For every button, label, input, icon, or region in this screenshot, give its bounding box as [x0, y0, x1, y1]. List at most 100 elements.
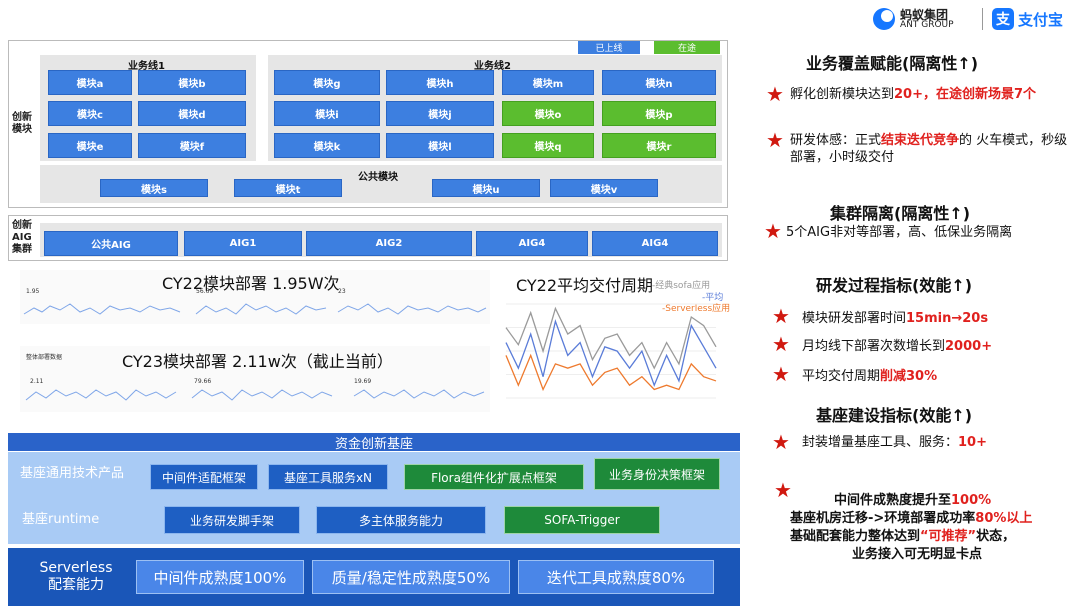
process-item-1: 模块研发部署时间15min→20s	[802, 311, 989, 326]
tech-biz-identity-framework[interactable]: 业务身份决策框架	[594, 458, 720, 490]
tech-flora-framework[interactable]: Flora组件化扩展点框架	[404, 464, 584, 490]
process-item-2: 月均线下部署次数增长到2000+	[802, 339, 993, 354]
serverless-label: Serverless 配套能力	[39, 560, 113, 593]
module-u[interactable]: 模块u	[432, 179, 540, 197]
serverless-middleware-maturity[interactable]: 中间件成熟度100%	[136, 560, 304, 594]
innovation-module-label: 创新 模块	[12, 112, 32, 135]
module-c[interactable]: 模块c	[48, 101, 132, 126]
module-i[interactable]: 模块i	[274, 101, 380, 126]
runtime-sofa-trigger[interactable]: SOFA-Trigger	[504, 506, 660, 534]
series-line-2	[505, 353, 717, 392]
business-line-2-title: 业务线2	[474, 61, 511, 72]
cy23-spark-3	[353, 389, 485, 399]
cy22-stat-3: 23	[338, 288, 346, 295]
cy23-stat-3: 19.69	[354, 378, 372, 385]
module-j[interactable]: 模块j	[386, 101, 494, 126]
legend-serverless: -Serverless应用	[662, 304, 731, 314]
cy22-stat-1: 1.95	[26, 288, 40, 295]
legend-in-progress: 在途	[654, 41, 720, 54]
module-q[interactable]: 模块q	[502, 133, 594, 158]
svg-text:支: 支	[995, 11, 1011, 28]
module-n[interactable]: 模块n	[602, 70, 716, 95]
cy23-spark-2	[191, 389, 333, 401]
module-o[interactable]: 模块o	[502, 101, 594, 126]
alipay-name: 支付宝	[1018, 11, 1064, 29]
aig-4b[interactable]: AIG4	[592, 231, 718, 256]
legend-online: 已上线	[578, 41, 640, 54]
module-b[interactable]: 模块b	[138, 70, 246, 95]
cy22-dashboard: 1.95 56.69 23	[20, 270, 490, 324]
metric-section-coverage: 业务覆盖赋能(隔离性↑)	[806, 54, 979, 73]
tech-base-tool-service[interactable]: 基座工具服务xN	[268, 464, 388, 490]
cy23-dashboard: 整体部署数据 2.11 79.66 19.69	[20, 346, 490, 412]
cy22-deploy-title: CY22模块部署 1.95W次	[162, 274, 340, 293]
cy23-stat-2: 79.66	[194, 378, 212, 385]
coverage-item-1: 孵化创新模块达到20+，在途创新场景7个	[790, 87, 1037, 102]
legend-average: -平均	[702, 293, 724, 303]
coverage-item-2: 研发体感：正式结束迭代竞争的 火车模式，秒级部署，小时级交付	[790, 133, 1068, 165]
star-icon: ★	[766, 82, 784, 106]
module-e[interactable]: 模块e	[48, 133, 132, 158]
base-runtime-label: 基座runtime	[22, 512, 100, 527]
cy22-spark-2	[195, 303, 327, 315]
module-v[interactable]: 模块v	[550, 179, 658, 197]
module-h[interactable]: 模块h	[386, 70, 494, 95]
module-f[interactable]: 模块f	[138, 133, 246, 158]
star-icon: ★	[772, 304, 790, 328]
aig-1[interactable]: AIG1	[184, 231, 302, 256]
base-summary-line-1: 中间件成熟度提升至100%	[834, 493, 992, 508]
aig-2[interactable]: AIG2	[306, 231, 472, 256]
legend-classic-sofa: -经典sofa应用	[652, 281, 711, 291]
runtime-multi-entity[interactable]: 多主体服务能力	[316, 506, 486, 534]
base-summary-line-4: 业务接入可无明显卡点	[852, 547, 983, 562]
cy22-sparklines	[23, 303, 487, 315]
cy22-stat-2: 56.69	[196, 288, 214, 295]
base-summary-line-2: 基座机房迁移->环境部署成功率80%以上	[790, 511, 1033, 526]
module-a[interactable]: 模块a	[48, 70, 132, 95]
star-icon: ★	[772, 362, 790, 386]
cy22-spark-3	[337, 303, 487, 315]
serverless-iteration-maturity[interactable]: 迭代工具成熟度80%	[518, 560, 714, 594]
ant-logo: 蚂蚁集团 ANT GROUP	[872, 6, 968, 32]
cy23-stat-1: 2.11	[30, 378, 44, 385]
metric-section-process: 研发过程指标(效能↑)	[816, 276, 973, 295]
module-p[interactable]: 模块p	[602, 101, 716, 126]
star-icon: ★	[766, 128, 784, 152]
public-module-title: 公共模块	[358, 172, 398, 183]
alipay-logo: 支 支付宝	[992, 6, 1078, 32]
base-item-1: 封装增量基座工具、服务：10+	[802, 435, 987, 450]
module-l[interactable]: 模块l	[386, 133, 494, 158]
module-g[interactable]: 模块g	[274, 70, 380, 95]
module-r[interactable]: 模块r	[602, 133, 716, 158]
star-icon: ★	[772, 332, 790, 356]
series-line-1	[505, 318, 717, 388]
aig-public[interactable]: 公共AIG	[44, 231, 178, 256]
cluster-item-1: 5个AIG非对等部署，高、低保业务隔离	[786, 225, 1013, 240]
module-s[interactable]: 模块s	[100, 179, 208, 197]
module-k[interactable]: 模块k	[274, 133, 380, 158]
cy22-spark-1	[23, 303, 181, 315]
base-summary-line-3: 基础配套能力整体达到“可推荐”状态，	[790, 529, 1016, 544]
module-t[interactable]: 模块t	[234, 179, 342, 197]
business-line-1-title: 业务线1	[128, 61, 165, 72]
module-m[interactable]: 模块m	[502, 70, 594, 95]
cy23-spark-1	[25, 389, 177, 401]
ant-brand-cn: 蚂蚁集团	[900, 8, 949, 22]
aig-4a[interactable]: AIG4	[476, 231, 588, 256]
delivery-chart-plot	[505, 303, 717, 399]
serverless-quality-maturity[interactable]: 质量/稳定性成熟度50%	[312, 560, 510, 594]
tech-middleware-adapter[interactable]: 中间件适配框架	[150, 464, 258, 490]
metric-section-cluster: 集群隔离(隔离性↑)	[830, 204, 971, 223]
aig-cluster-label: 创新 AIG 集群	[12, 220, 32, 255]
ant-logo-icon	[873, 8, 895, 30]
process-item-3: 平均交付周期削减30%	[802, 369, 938, 384]
metric-section-base: 基座建设指标(效能↑)	[816, 406, 973, 425]
alipay-icon: 支	[992, 8, 1014, 30]
ant-brand-en: ANT GROUP	[900, 20, 954, 30]
brand-divider	[982, 8, 983, 30]
module-d[interactable]: 模块d	[138, 101, 246, 126]
star-icon: ★	[764, 219, 782, 243]
star-icon: ★	[774, 478, 792, 502]
base-banner: 资金创新基座	[8, 433, 740, 452]
runtime-scaffold[interactable]: 业务研发脚手架	[164, 506, 300, 534]
